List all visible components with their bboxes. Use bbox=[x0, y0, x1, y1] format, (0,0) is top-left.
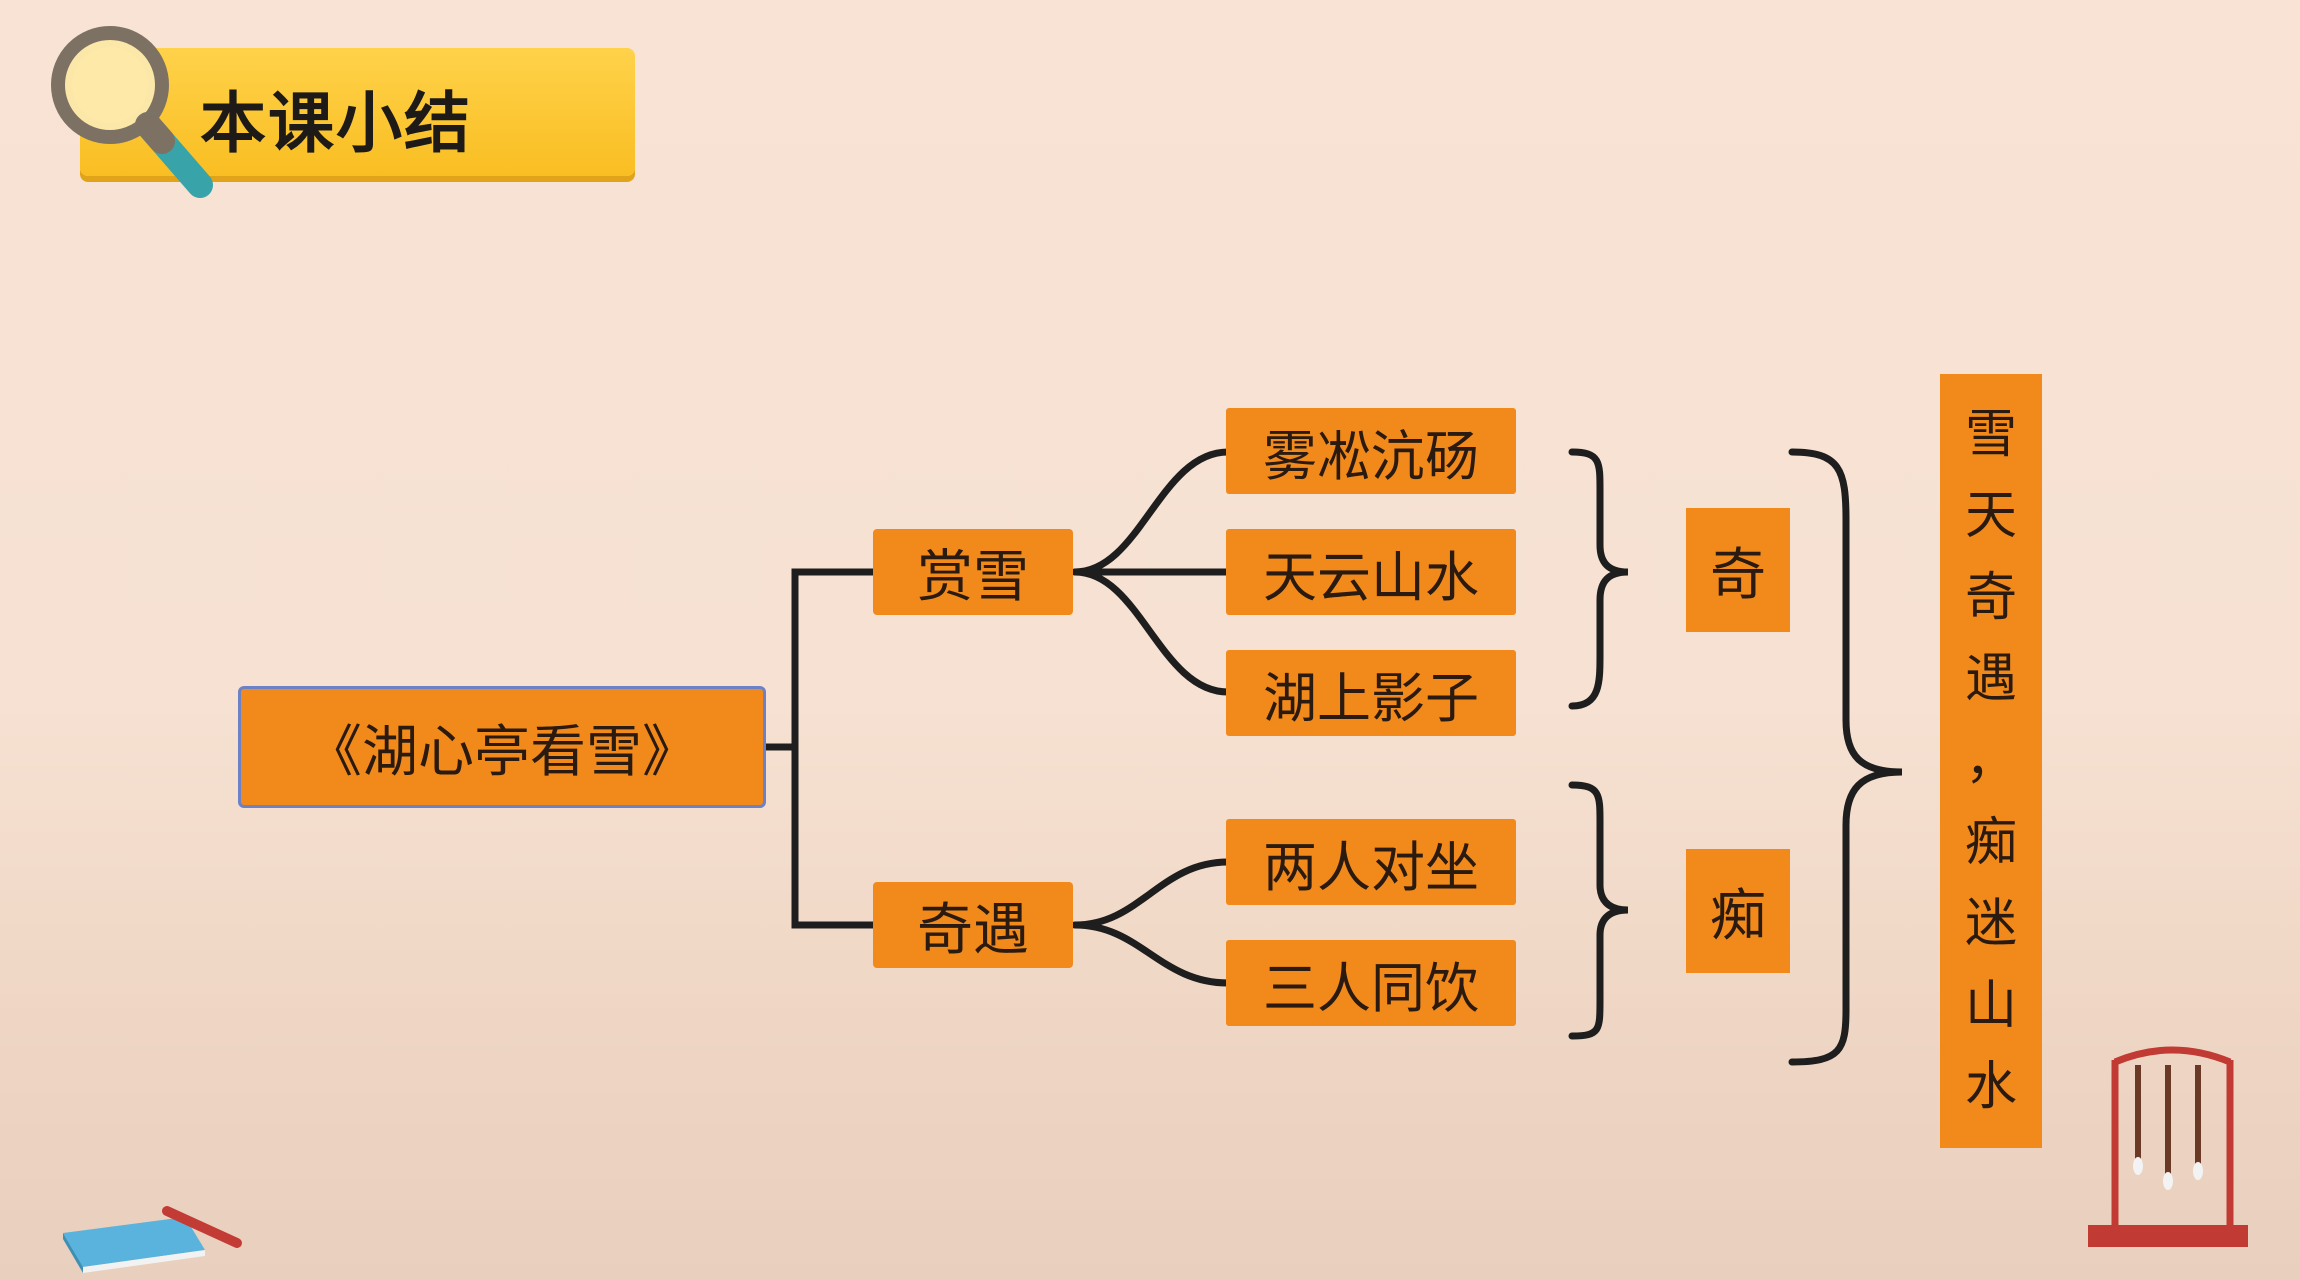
summary-char: 雪 bbox=[1964, 404, 2017, 465]
book-decoration-icon bbox=[63, 1206, 242, 1273]
summary-char: 山 bbox=[1964, 975, 2017, 1036]
summary-char: 迷 bbox=[1964, 894, 2017, 955]
root-node: 《湖心亭看雪》 bbox=[238, 686, 766, 808]
branch-node-shangxue: 赏雪 bbox=[873, 529, 1073, 615]
summary-char: 奇 bbox=[1964, 567, 2017, 628]
summary-char: 天 bbox=[1964, 486, 2017, 547]
brush-rack-icon bbox=[2088, 1046, 2248, 1247]
leaf-node: 三人同饮 bbox=[1226, 940, 1516, 1026]
category-node-chi: 痴 bbox=[1686, 849, 1790, 973]
branch-node-qiyu: 奇遇 bbox=[873, 882, 1073, 968]
leaf-node: 雾凇沆砀 bbox=[1226, 408, 1516, 494]
leaf-node: 天云山水 bbox=[1226, 529, 1516, 615]
page-title: 本课小结 bbox=[200, 85, 472, 162]
magnifier-icon bbox=[51, 26, 213, 198]
summary-char: 遇 bbox=[1964, 649, 2017, 710]
summary-char: 水 bbox=[1964, 1057, 2017, 1118]
leaf-node: 两人对坐 bbox=[1226, 819, 1516, 905]
category-node-qi: 奇 bbox=[1686, 508, 1790, 632]
summary-char: ， bbox=[1964, 730, 2017, 791]
leaf-node: 湖上影子 bbox=[1226, 650, 1516, 736]
summary-char: 痴 bbox=[1964, 812, 2017, 873]
summary-box: 雪 天 奇 遇 ， 痴 迷 山 水 bbox=[1940, 374, 2042, 1148]
